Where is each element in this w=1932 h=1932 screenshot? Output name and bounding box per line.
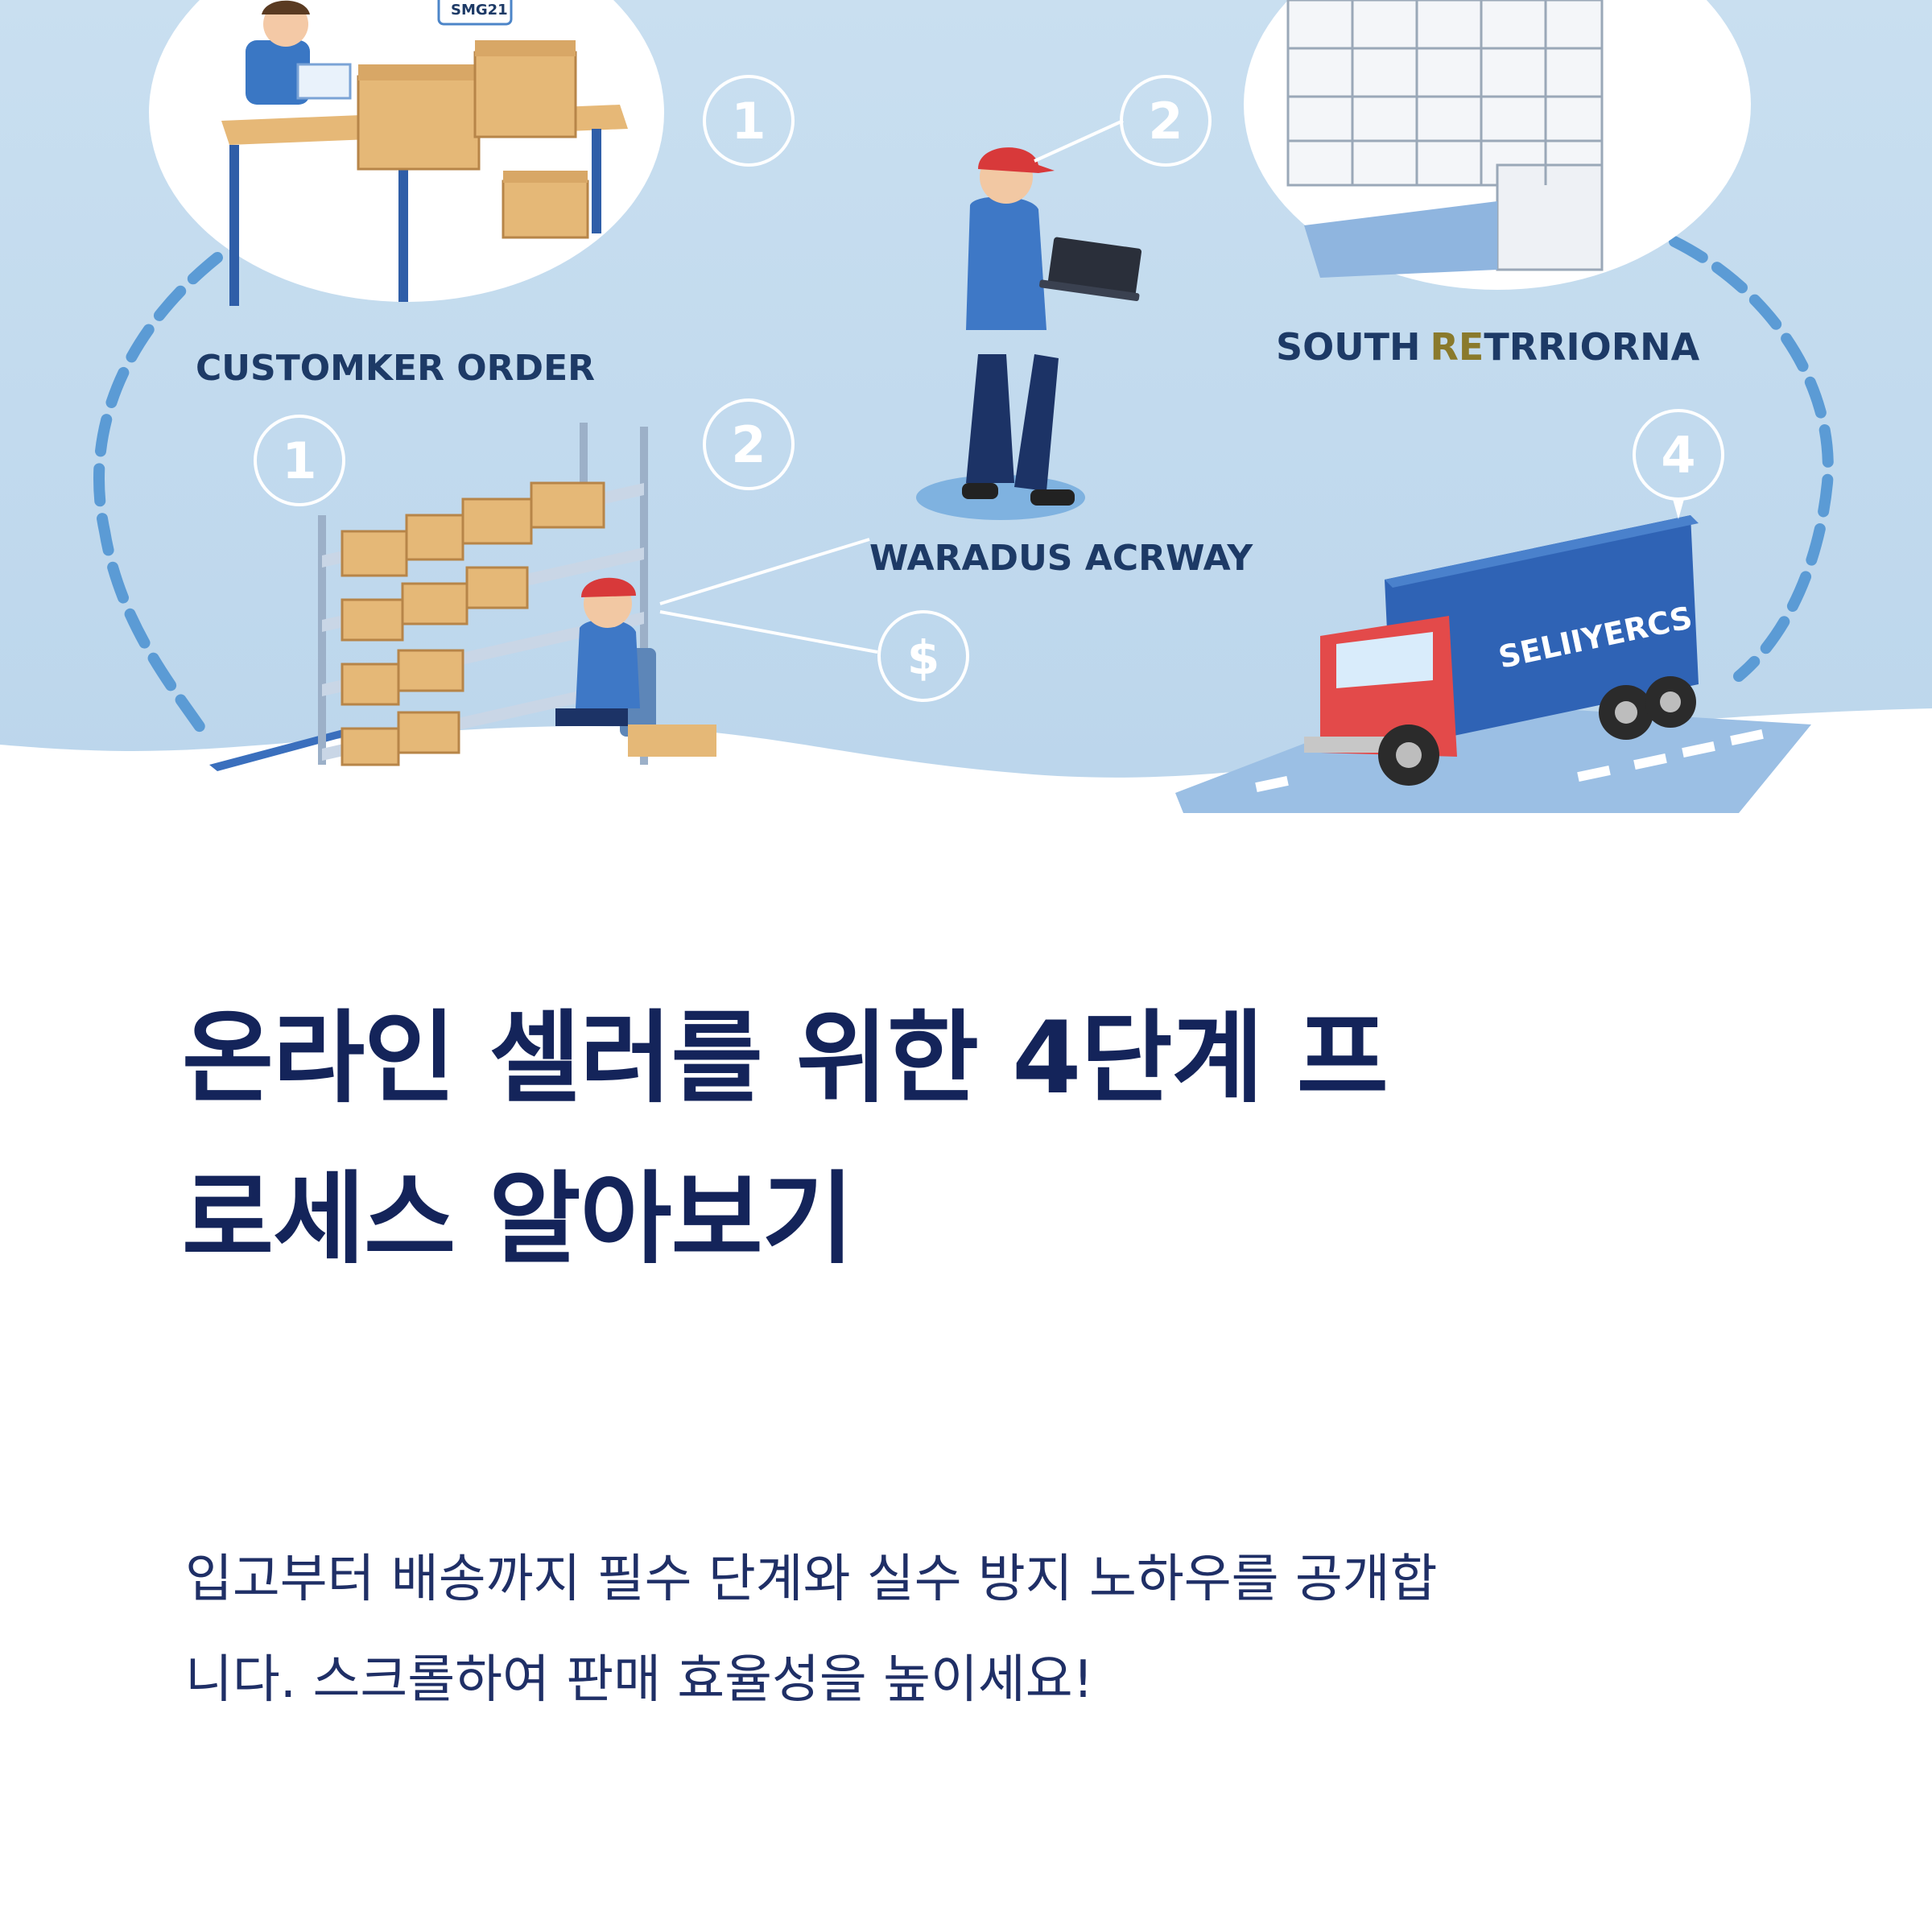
- step-badge-1-left: 1: [254, 415, 345, 506]
- hero-illustration: SMG21: [0, 0, 1932, 813]
- svg-text:2: 2: [731, 415, 766, 474]
- boxes-on-desk-icon: [357, 40, 589, 239]
- road: [1175, 700, 1811, 813]
- step-badge-1: 1: [703, 75, 795, 167]
- customer-order-label: CUSTOMKER ORDER: [196, 348, 595, 389]
- description-line-1: 입고부터 배송까지 필수 단계와 실수 방지 노하우를 공개합: [185, 1550, 1438, 1609]
- title-line-2: 로세스 알아보기: [182, 1162, 854, 1278]
- title-line-1: 온라인 셀러를 위한 4단계 프: [182, 1001, 1389, 1117]
- speech-sign-icon: SMG21: [437, 0, 513, 26]
- step-badge-4: 4: [1633, 409, 1724, 519]
- seated-worker-icon: [555, 577, 716, 757]
- svg-text:1: 1: [731, 92, 766, 151]
- delivery-truck-icon: SELIIYERCS: [1304, 515, 1699, 786]
- description-line-2: 니다. 스크롤하여 판매 효율성을 높이세요!: [185, 1650, 1094, 1710]
- svg-text:2: 2: [1148, 92, 1183, 151]
- sign-label: SMG21: [451, 2, 508, 19]
- worker-laptop-person-icon: [962, 147, 1142, 506]
- road-markings: [1255, 729, 1764, 793]
- waradus-label: WARADUS ACRWAY: [869, 538, 1253, 579]
- svg-text:1: 1: [282, 431, 316, 490]
- shelf-boxes-icon: [341, 481, 605, 766]
- step-badge-2-top: 2: [1120, 75, 1212, 167]
- step-badge-2-mid: 2: [703, 398, 795, 490]
- warehouse-floor: [1304, 201, 1497, 278]
- svg-text:4: 4: [1661, 426, 1695, 485]
- customer-person-icon: [246, 0, 352, 105]
- dashed-flow-path: [93, 236, 1834, 746]
- dollar-badge: $: [877, 610, 969, 702]
- connector-lines: [659, 119, 1124, 654]
- warehouse-building-icon: [1286, 0, 1604, 271]
- svg-text:$: $: [907, 630, 939, 685]
